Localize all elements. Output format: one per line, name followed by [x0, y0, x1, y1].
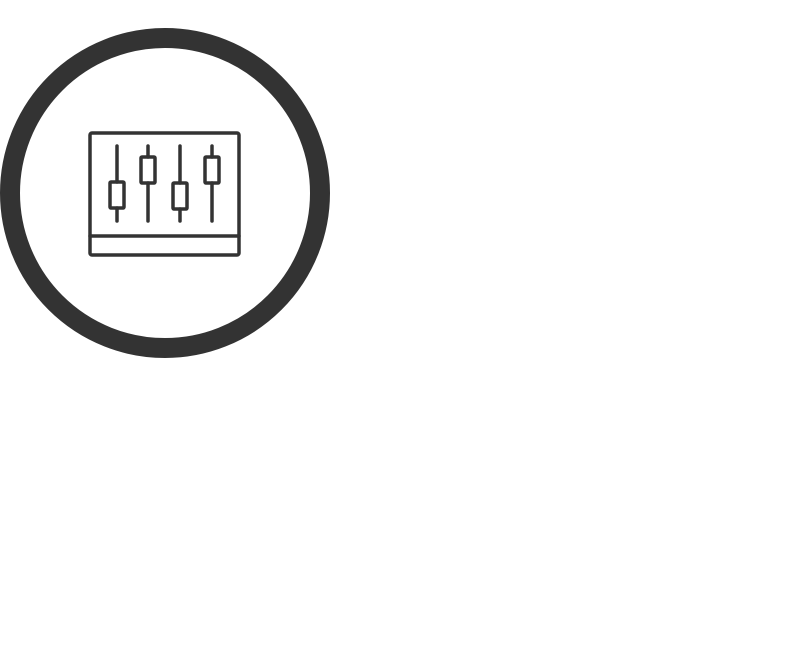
slider-2	[139, 144, 157, 223]
icon-circle-outline	[0, 28, 330, 358]
mixer-icon-badge	[0, 28, 330, 358]
slider-3	[171, 144, 189, 223]
slider-1	[108, 144, 126, 223]
mixer-frame	[88, 131, 241, 257]
slider-4	[203, 144, 221, 223]
mixer-icon	[0, 28, 330, 358]
mixer-panel	[88, 131, 241, 257]
